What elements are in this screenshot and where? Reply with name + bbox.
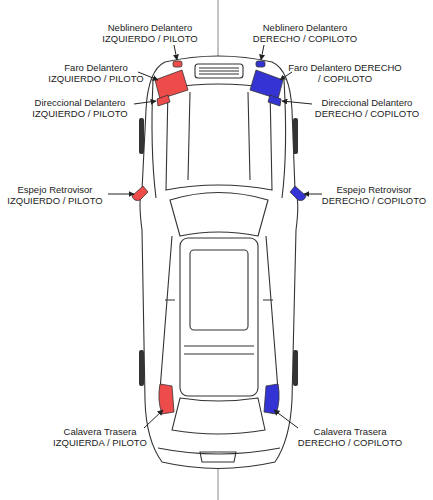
leader-line [280, 72, 292, 80]
mirror-right [290, 186, 306, 201]
part-label: Espejo Retrovisor DERECHO / COPILOTO [317, 184, 431, 206]
windshield [170, 193, 268, 237]
car-body [140, 56, 298, 469]
part-label: Calavera Trasera DERECHO / COPILOTO [293, 426, 407, 448]
door-line [165, 299, 273, 300]
turn-signal-right [268, 95, 281, 106]
leader-line [274, 410, 298, 428]
headlight-left [155, 70, 188, 99]
rear-bumper [158, 448, 280, 454]
leader-line [144, 410, 163, 428]
fog-light-right [256, 61, 265, 67]
mirror-left [132, 186, 148, 201]
part-label: Direccional Delantero DERECHO / COPILOTO [310, 97, 424, 119]
fender-line [152, 80, 286, 198]
leader-line [282, 101, 312, 104]
lamps [132, 61, 306, 414]
leader-lines [108, 45, 322, 428]
part-label: Faro Delantero DERECHO / COPILOTO [288, 62, 402, 84]
turn-signal-left [157, 95, 170, 106]
grille-slats [199, 68, 239, 74]
leader-line [134, 101, 156, 104]
leader-line [304, 194, 322, 195]
car-outline [140, 56, 298, 469]
wheel [293, 118, 298, 154]
part-label: Neblinero Delantero IZQUIERDO / PILOTO [93, 22, 207, 44]
headlight-right [250, 70, 283, 99]
part-label: Faro Delantero IZQUIERDO / PILOTO [39, 62, 153, 84]
part-label: Espejo Retrovisor IZQUIERDO / PILOTO [0, 184, 112, 206]
leader-line [261, 45, 264, 60]
tail-light-left [159, 384, 174, 414]
leader-line [108, 194, 134, 195]
side-window [160, 236, 278, 390]
part-label: Calavera Trasera IZQUIERDA / PILOTO [43, 426, 157, 448]
hood [166, 84, 272, 190]
part-label: Direccional Delantero IZQUIERDO / PILOTO [23, 97, 137, 119]
wheels [139, 118, 298, 386]
part-label: Neblinero Delantero DERECHO / COPILOTO [248, 22, 362, 44]
wheel [293, 350, 298, 386]
wheel [139, 118, 144, 154]
roof [180, 238, 258, 396]
tail-light-right [264, 384, 279, 414]
grille [195, 64, 243, 78]
wheel [139, 350, 144, 386]
leader-line [174, 45, 177, 60]
sunroof [190, 250, 248, 330]
rear-window [172, 398, 265, 434]
fog-light-left [173, 61, 182, 67]
hood-crease [188, 92, 250, 180]
roof-rail [184, 346, 254, 354]
